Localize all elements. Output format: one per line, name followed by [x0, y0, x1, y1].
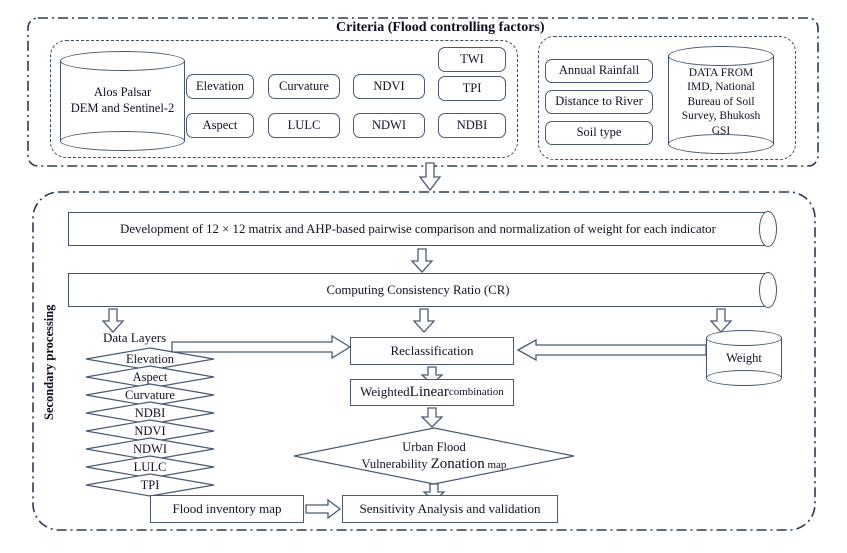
chip-elevation[interactable]: Elevation [186, 74, 254, 99]
chip-ndwi[interactable]: NDWI [353, 113, 425, 138]
weighted-part1: Weighted [360, 384, 410, 400]
chip-ndbi[interactable]: NDBI [438, 113, 506, 138]
ext-db-line5: GSI [711, 124, 731, 137]
urban-flood-zonation-diamond[interactable]: Urban Flood Vulnerability Zonation map [293, 427, 575, 485]
weight-db-label: Weight [726, 351, 762, 366]
chip-annual-rainfall[interactable]: Annual Rainfall [545, 59, 653, 83]
arrow-cr-to-data-layers [101, 308, 125, 333]
sensitivity-analysis-box[interactable]: Sensitivity Analysis and validation [342, 495, 558, 523]
weighted-linear-combination-box[interactable]: Weighted Linear combination [350, 379, 514, 406]
arrow-cr-to-reclassification [412, 308, 436, 333]
process-bar-2-text: Computing Consistency Ratio (CR) [326, 282, 510, 297]
criteria-group-left [50, 40, 518, 158]
ext-db-line2: IMD, National [687, 81, 755, 94]
secondary-processing-label: Secondary processing [42, 304, 56, 420]
arrow-to-consistency-ratio [410, 248, 434, 273]
flood-inventory-map-box[interactable]: Flood inventory map [150, 495, 304, 523]
data-layers-label: Data Layers [103, 330, 167, 345]
arrow-inventory-to-sensitivity [305, 498, 342, 520]
ext-db-line3: Bureau of Soil [687, 95, 755, 108]
criteria-group-right [538, 36, 796, 160]
arrow-weighted-to-zonation [420, 407, 444, 428]
arrow-weight-to-reclassification [516, 338, 707, 362]
page-title: Criteria (Flood controlling factors) [330, 20, 551, 36]
weighted-part3: combination [448, 386, 504, 399]
chip-twi[interactable]: TWI [438, 47, 506, 72]
process-bar-1-text: Development of 12 × 12 matrix and AHP-ba… [120, 221, 716, 236]
chip-distance-to-river[interactable]: Distance to River [545, 90, 653, 114]
chip-tpi[interactable]: TPI [438, 76, 506, 101]
data-layer-tpi[interactable]: TPI [85, 473, 215, 497]
alos-palsar-database: Alos Palsar DEM and Sentinel-2 [60, 51, 185, 151]
alos-db-line1: Alos Palsar [93, 85, 152, 100]
reclassification-box[interactable]: Reclassification [350, 337, 514, 365]
ext-db-line4: Survey, Bhukosh [681, 110, 761, 123]
arrow-data-layers-to-reclassification [171, 334, 352, 360]
chip-ndvi[interactable]: NDVI [353, 74, 425, 99]
weight-database: Weight [706, 330, 782, 386]
process-bar-ahp-matrix: Development of 12 × 12 matrix and AHP-ba… [68, 210, 777, 248]
chip-aspect[interactable]: Aspect [186, 113, 254, 138]
alos-db-line2: DEM and Sentinel-2 [70, 101, 175, 115]
external-data-database: DATA FROM IMD, National Bureau of Soil S… [668, 46, 774, 154]
ext-db-line1: DATA FROM [688, 67, 754, 80]
chip-soil-type[interactable]: Soil type [545, 121, 653, 145]
process-bar-consistency-ratio: Computing Consistency Ratio (CR) [68, 271, 777, 309]
section-connector-arrow [418, 162, 442, 192]
chip-curvature[interactable]: Curvature [268, 74, 340, 99]
arrow-cr-to-weight [709, 308, 733, 333]
weighted-part2: Linear [409, 383, 449, 400]
chip-lulc[interactable]: LULC [268, 113, 340, 138]
